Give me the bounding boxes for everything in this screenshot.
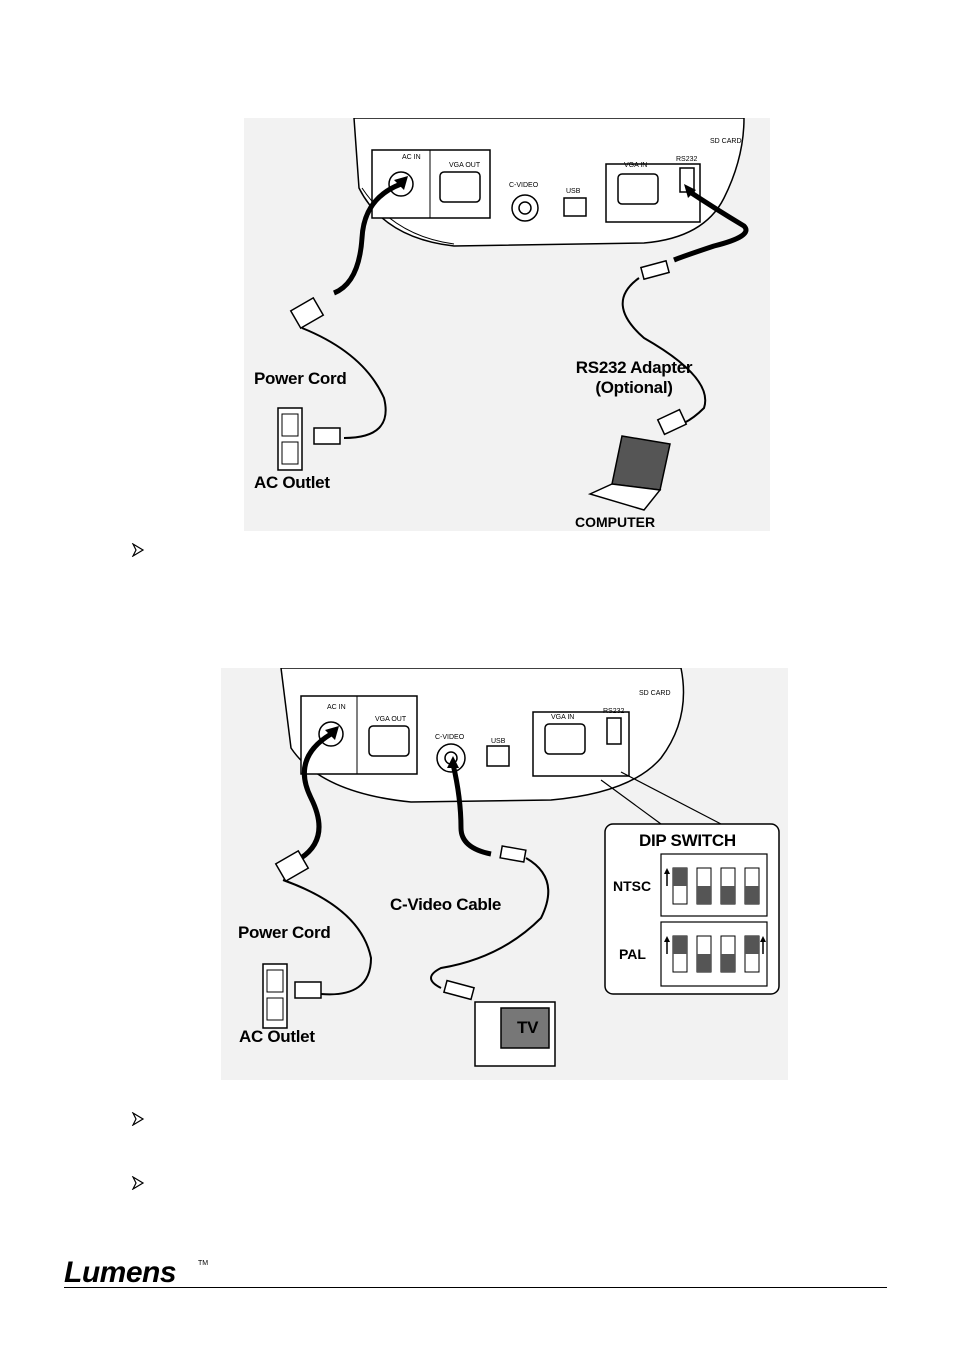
c-video-diagram-drawing [262, 668, 780, 1067]
port-label-c-video: C-VIDEO [435, 734, 465, 741]
trademark-mark: TM [198, 1260, 209, 1267]
port-label-vga-out: VGA OUT [375, 716, 407, 723]
vga-out-port [368, 725, 410, 757]
laptop-base [587, 483, 662, 511]
label-rs232-adapter-line1: RS232 Adapter [575, 358, 693, 377]
label-pal: PAL [619, 946, 646, 962]
c-video-port [511, 194, 539, 222]
port-label-sd-card: SD CARD [710, 138, 742, 145]
port-label-ac-in: AC IN [327, 704, 346, 711]
label-computer: COMPUTER [575, 514, 656, 530]
usb-port [486, 745, 510, 767]
port-label-usb: USB [566, 188, 581, 195]
label-tv: TV [517, 1018, 539, 1037]
port-label-ac-in: AC IN [402, 154, 421, 161]
rs232-cable-arrow [673, 187, 749, 263]
tv-screen [500, 1007, 550, 1049]
c-video-cable-arrow [450, 763, 492, 857]
footer-divider [64, 1287, 887, 1288]
vga-out-port [439, 171, 481, 203]
vga-in-port [617, 173, 659, 205]
c-video-plug-tv [443, 979, 475, 1001]
port-label-usb: USB [491, 738, 506, 745]
wall-plug [294, 981, 322, 999]
rs232-port [606, 717, 622, 745]
label-rs232-adapter-line2: (Optional) [595, 378, 673, 397]
bullet-arrow-icon [131, 1112, 145, 1126]
rs232-diagram-drawing [277, 118, 749, 511]
rs232-connector [656, 408, 688, 436]
usb-port [563, 197, 587, 217]
label-ntsc: NTSC [613, 878, 652, 894]
rs232-connection-diagram: AC IN VGA OUT C-VIDEO USB VGA IN RS232 S… [244, 118, 770, 531]
bullet-arrow-icon [131, 543, 145, 557]
label-ac-outlet: AC Outlet [239, 1027, 315, 1046]
port-label-vga-in: VGA IN [624, 162, 648, 169]
label-power-cord: Power Cord [254, 369, 347, 388]
port-label-rs232: RS232 [603, 708, 625, 715]
port-label-sd-card: SD CARD [639, 690, 671, 697]
power-plug [289, 296, 325, 330]
label-dip-switch: DIP SWITCH [639, 831, 736, 850]
port-label-rs232: RS232 [676, 156, 698, 163]
lumens-logo: Lumens [64, 1256, 177, 1289]
ntsc-switches [664, 867, 760, 905]
label-c-video-cable: C-Video Cable [390, 895, 502, 914]
port-label-vga-out: VGA OUT [449, 162, 481, 169]
port-label-vga-in: VGA IN [551, 714, 575, 721]
c-video-connection-diagram: AC IN VGA OUT C-VIDEO USB VGA IN RS232 S… [221, 668, 788, 1080]
rs232-adapter-plug [639, 259, 671, 281]
label-power-cord: Power Cord [238, 923, 331, 942]
vga-in-port [544, 723, 586, 755]
power-cable-arrow [299, 731, 333, 861]
laptop-screen [611, 435, 671, 491]
port-label-c-video: C-VIDEO [509, 182, 539, 189]
bullet-arrow-icon [131, 1176, 145, 1190]
label-ac-outlet: AC Outlet [254, 473, 330, 492]
c-video-plug [499, 845, 527, 863]
label-rs232-adapter: RS232 Adapter (Optional) [564, 358, 704, 398]
wall-plug [313, 427, 341, 445]
c-video-port [436, 743, 466, 773]
pal-switches [664, 935, 766, 973]
power-cable-arrow [332, 181, 402, 296]
power-plug [274, 849, 310, 883]
